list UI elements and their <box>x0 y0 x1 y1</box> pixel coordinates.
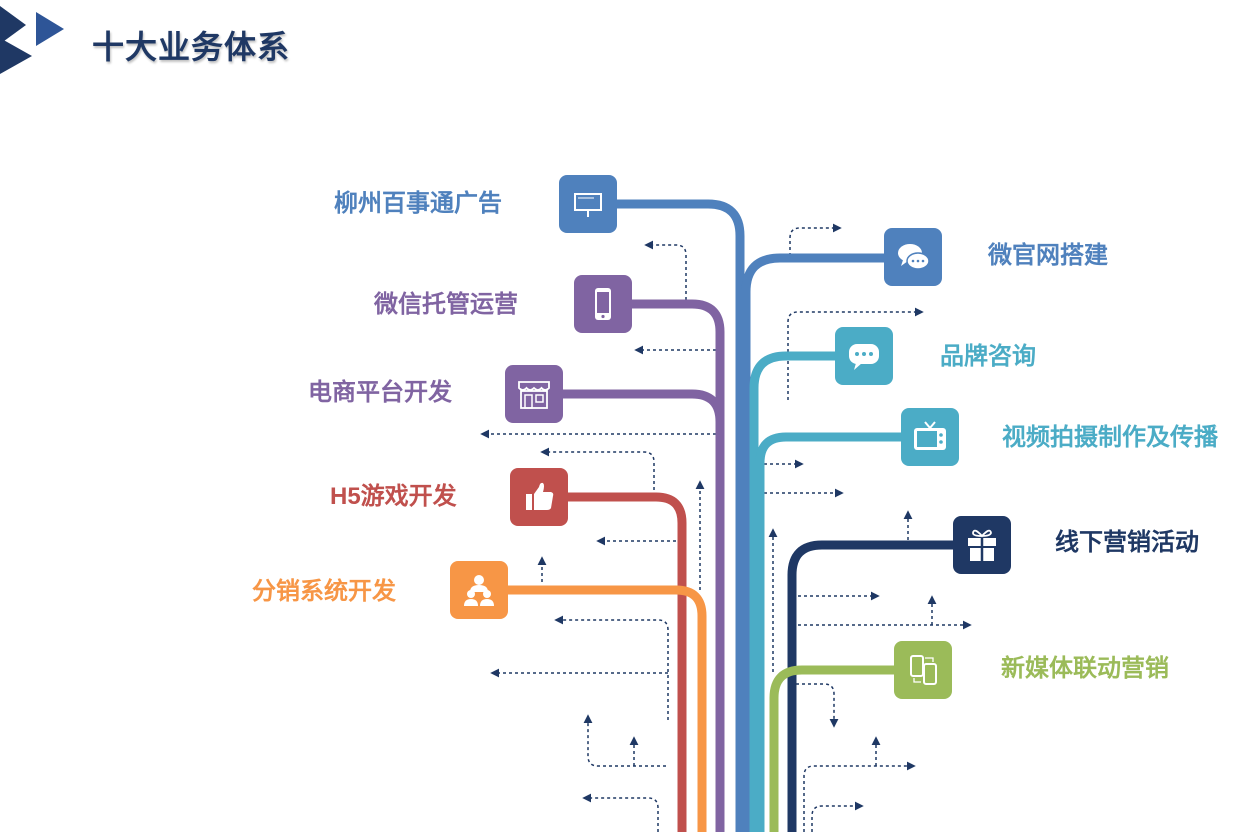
thumbs-up-glyph <box>526 482 554 510</box>
gift-glyph <box>968 529 996 561</box>
dashed-arrow <box>540 447 655 490</box>
corner-triangle <box>0 6 26 44</box>
smartphone-icon <box>574 275 632 333</box>
devices-icon <box>894 641 952 699</box>
dashed-arrows <box>480 223 972 832</box>
corner-logo <box>0 6 64 74</box>
people-icon <box>450 561 508 619</box>
dashed-arrow <box>554 615 669 720</box>
dashed-arrow <box>811 801 864 832</box>
television-icon <box>901 408 959 466</box>
label-guanggao: 柳州百事通广告 <box>334 190 502 217</box>
branch-line-xianxia <box>787 540 982 832</box>
television-glyph <box>914 421 946 450</box>
branch-line-fenxiao <box>480 585 707 832</box>
branch-line-xinmeiti <box>769 665 924 832</box>
dashed-arrow <box>644 240 687 300</box>
thumbs-up-icon <box>510 468 568 526</box>
chat-bubbles-icon <box>884 228 942 286</box>
branch-line-guanggao <box>588 199 745 832</box>
people-glyph <box>464 575 494 606</box>
branch-line-shipin <box>755 432 930 832</box>
label-weiguanwang: 微官网搭建 <box>988 242 1108 269</box>
label-fenxiao: 分销系统开发 <box>252 578 396 605</box>
speech-bubble-glyph <box>849 344 879 370</box>
gift-icon <box>953 516 1011 574</box>
label-pinpai: 品牌咨询 <box>940 343 1036 370</box>
speech-bubble-icon <box>835 327 893 385</box>
label-dianshang: 电商平台开发 <box>308 379 452 406</box>
dashed-arrow <box>787 307 924 400</box>
dashed-arrow <box>803 761 916 832</box>
dashed-arrow <box>582 793 659 832</box>
branch-line-dianshang <box>536 389 725 832</box>
label-xianxia: 线下营销活动 <box>1055 529 1199 556</box>
label-weixin-tuoguan: 微信托管运营 <box>374 291 518 318</box>
storefront-glyph <box>518 381 550 409</box>
dashed-arrow <box>796 683 839 728</box>
devices-glyph <box>910 655 937 685</box>
billboard-glyph <box>574 193 602 217</box>
branch-lines <box>480 199 982 832</box>
dashed-arrow <box>789 223 842 256</box>
storefront-icon <box>505 365 563 423</box>
corner-triangle <box>36 12 64 46</box>
label-h5: H5游戏开发 <box>330 483 457 510</box>
smartphone-glyph <box>595 288 611 320</box>
branch-line-weixin <box>604 299 725 832</box>
chat-bubbles-glyph <box>898 244 930 270</box>
label-shipin: 视频拍摄制作及传播 <box>1002 424 1218 451</box>
label-xinmeiti: 新媒体联动营销 <box>1001 655 1169 682</box>
corner-triangle <box>0 38 32 74</box>
billboard-icon <box>559 175 617 233</box>
branch-line-weiguanwang <box>741 253 912 832</box>
branch-line-h5 <box>540 492 687 832</box>
branch-line-pinpai <box>749 351 864 832</box>
page-title: 十大业务体系 <box>92 29 291 65</box>
dashed-arrow <box>583 714 666 767</box>
